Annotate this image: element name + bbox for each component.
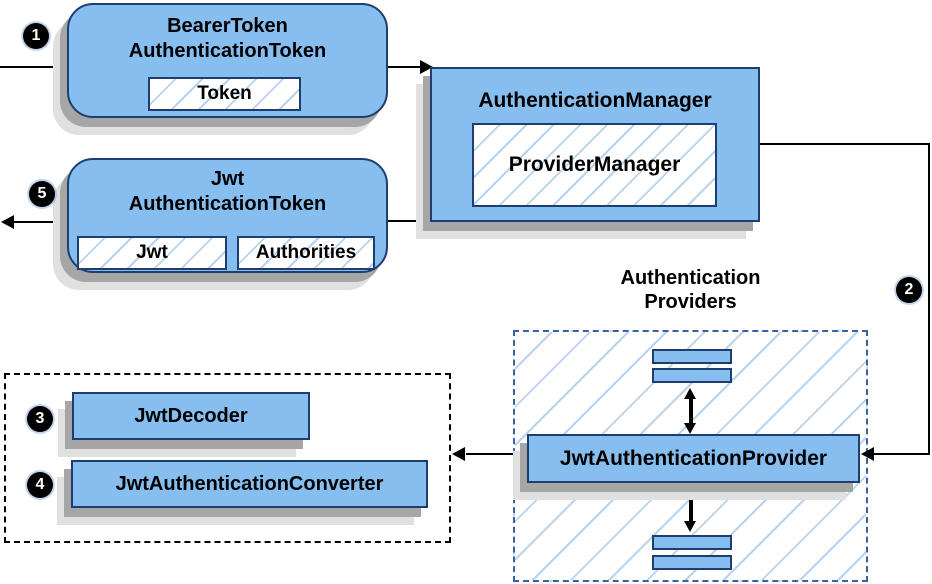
token-to-manager-line bbox=[388, 66, 421, 68]
step-5-badge: 5 bbox=[29, 181, 55, 207]
manager-to-provider-line-bottom bbox=[874, 453, 930, 455]
authentication-providers-label-line2: Providers bbox=[644, 291, 737, 313]
manager-to-jwt-token-line bbox=[388, 220, 432, 222]
jwt-authentication-token-node: Jwt AuthenticationToken Jwt Authorities bbox=[67, 158, 388, 273]
authorities-field: Authorities bbox=[237, 236, 375, 270]
incoming-request-line bbox=[0, 66, 67, 68]
authentication-manager-title: AuthenticationManager bbox=[478, 89, 712, 112]
jwt-authentication-converter-node: JwtAuthenticationConverter bbox=[71, 460, 428, 508]
jwt-token-title-line1: Jwt bbox=[210, 168, 245, 190]
step-3-badge: 3 bbox=[27, 406, 53, 432]
provider-to-decoder-line bbox=[466, 453, 527, 455]
provider-bar bbox=[652, 349, 732, 364]
lower-double-arrow-stem bbox=[689, 495, 693, 523]
authentication-providers-label-line1: Authentication bbox=[620, 267, 761, 289]
provider-to-decoder-arrowhead-icon bbox=[452, 447, 465, 461]
lower-double-arrow-down-icon bbox=[684, 521, 696, 532]
upper-double-arrow-stem bbox=[689, 397, 693, 425]
jwt-token-outgoing-arrowhead-icon bbox=[1, 215, 14, 229]
provider-bar bbox=[652, 368, 732, 383]
token-field: Token bbox=[148, 77, 301, 111]
step-2-badge: 2 bbox=[896, 277, 922, 303]
provider-manager-field: ProviderManager bbox=[472, 123, 717, 207]
authentication-providers-label: Authentication Providers bbox=[513, 266, 868, 314]
bearer-token-title-line2: AuthenticationToken bbox=[128, 40, 327, 62]
bearer-token-title-line1: BearerToken bbox=[167, 15, 288, 37]
jwt-authentication-provider-node: JwtAuthenticationProvider bbox=[527, 434, 860, 483]
jwt-token-title-line2: AuthenticationToken bbox=[128, 193, 327, 215]
manager-to-provider-arrowhead-icon bbox=[861, 447, 874, 461]
jwt-field: Jwt bbox=[77, 236, 227, 270]
decoder-converter-container bbox=[4, 373, 451, 543]
step-1-badge: 1 bbox=[23, 23, 49, 49]
jwt-decoder-node: JwtDecoder bbox=[72, 392, 310, 440]
bearer-token-authentication-token-node: BearerToken AuthenticationToken Token bbox=[67, 3, 388, 118]
jwt-token-outgoing-line bbox=[12, 221, 67, 223]
lower-double-arrow-up-icon bbox=[684, 486, 696, 497]
token-to-manager-arrowhead-icon bbox=[420, 60, 433, 74]
manager-to-provider-line-vertical bbox=[928, 143, 930, 455]
upper-double-arrow-up-icon bbox=[684, 388, 696, 399]
upper-double-arrow-down-icon bbox=[684, 423, 696, 434]
provider-bar bbox=[652, 555, 732, 570]
provider-bar bbox=[652, 535, 732, 550]
manager-to-provider-line-top bbox=[760, 143, 930, 145]
step-4-badge: 4 bbox=[27, 472, 53, 498]
authentication-manager-node: AuthenticationManager ProviderManager bbox=[430, 67, 760, 222]
